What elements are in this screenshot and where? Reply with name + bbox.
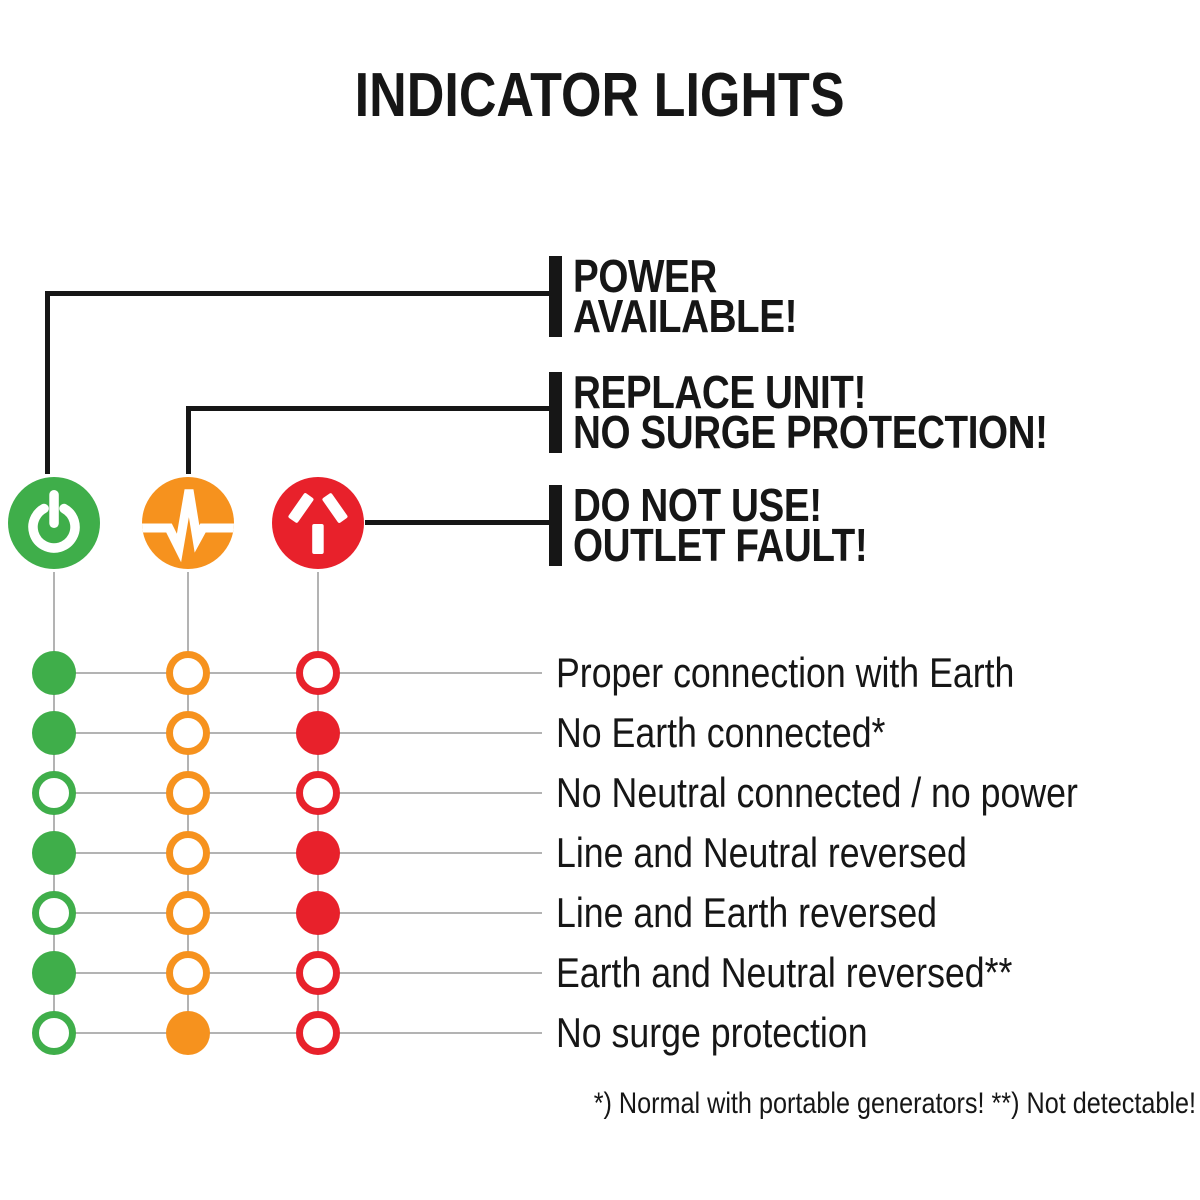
row-label: No Earth connected* bbox=[556, 709, 886, 756]
indicator-dot-green bbox=[32, 711, 76, 755]
callout-line: REPLACE UNIT! bbox=[573, 366, 866, 418]
table-row: Proper connection with Earth bbox=[0, 643, 1200, 703]
row-label: Proper connection with Earth bbox=[556, 649, 1015, 696]
footnote-row: *) Normal with portable generators! **) … bbox=[0, 1086, 1196, 1122]
indicator-dot-orange bbox=[166, 1011, 210, 1055]
table-row: No Earth connected* bbox=[0, 703, 1200, 763]
indicator-dot-red bbox=[296, 711, 340, 755]
page-title: INDICATOR LIGHTS bbox=[355, 61, 845, 130]
connector-surge-vertical bbox=[186, 406, 191, 474]
indicator-dot-orange bbox=[166, 831, 210, 875]
indicator-dot-orange bbox=[166, 711, 210, 755]
rows: Proper connection with Earth No Earth co… bbox=[0, 643, 1200, 1063]
page-title-row: INDICATOR LIGHTS bbox=[0, 60, 1200, 131]
pulse-icon bbox=[142, 477, 234, 569]
outlet-icon bbox=[272, 477, 364, 569]
connector-surge-horizontal bbox=[186, 406, 554, 411]
indicator-dot-green bbox=[32, 891, 76, 935]
indicator-dot-red bbox=[296, 891, 340, 935]
indicator-dot-green bbox=[32, 1011, 76, 1055]
callout-line: DO NOT USE! bbox=[573, 479, 822, 531]
callout-replace-unit: REPLACE UNIT! NO SURGE PROTECTION! bbox=[549, 366, 1138, 458]
connector-power-vertical bbox=[45, 291, 50, 474]
indicator-dot-red bbox=[296, 951, 340, 995]
callout-line: AVAILABLE! bbox=[573, 290, 798, 342]
table-row: Earth and Neutral reversed** bbox=[0, 943, 1200, 1003]
connector-outlet-horizontal bbox=[365, 520, 554, 525]
row-label: Line and Neutral reversed bbox=[556, 829, 967, 876]
indicator-dot-orange bbox=[166, 891, 210, 935]
callout-bar bbox=[549, 372, 562, 453]
callout-power-available: POWER AVAILABLE! bbox=[549, 250, 840, 342]
callout-bar bbox=[549, 485, 562, 566]
callout-bar bbox=[549, 256, 562, 337]
row-label: No surge protection bbox=[556, 1009, 868, 1056]
footnote: *) Normal with portable generators! **) … bbox=[593, 1087, 1196, 1120]
table-row: No Neutral connected / no power bbox=[0, 763, 1200, 823]
indicator-dot-orange bbox=[166, 651, 210, 695]
indicator-dot-orange bbox=[166, 771, 210, 815]
table-row: Line and Neutral reversed bbox=[0, 823, 1200, 883]
callout-do-not-use: DO NOT USE! OUTLET FAULT! bbox=[549, 479, 923, 571]
indicator-dot-red bbox=[296, 831, 340, 875]
table-row: Line and Earth reversed bbox=[0, 883, 1200, 943]
indicator-dot-red bbox=[296, 771, 340, 815]
indicator-dot-red bbox=[296, 651, 340, 695]
power-icon bbox=[8, 477, 100, 569]
indicator-dot-green bbox=[32, 951, 76, 995]
callout-line: POWER bbox=[573, 250, 717, 302]
indicator-dot-orange bbox=[166, 951, 210, 995]
callout-line: OUTLET FAULT! bbox=[573, 519, 868, 571]
row-label: Line and Earth reversed bbox=[556, 889, 938, 936]
indicator-dot-green bbox=[32, 771, 76, 815]
callout-line: NO SURGE PROTECTION! bbox=[573, 406, 1048, 458]
row-label: Earth and Neutral reversed** bbox=[556, 949, 1013, 996]
table-row: No surge protection bbox=[0, 1003, 1200, 1063]
indicator-dot-green bbox=[32, 831, 76, 875]
row-label: No Neutral connected / no power bbox=[556, 769, 1078, 816]
connector-power-horizontal bbox=[45, 291, 554, 296]
indicator-dot-green bbox=[32, 651, 76, 695]
indicator-dot-red bbox=[296, 1011, 340, 1055]
